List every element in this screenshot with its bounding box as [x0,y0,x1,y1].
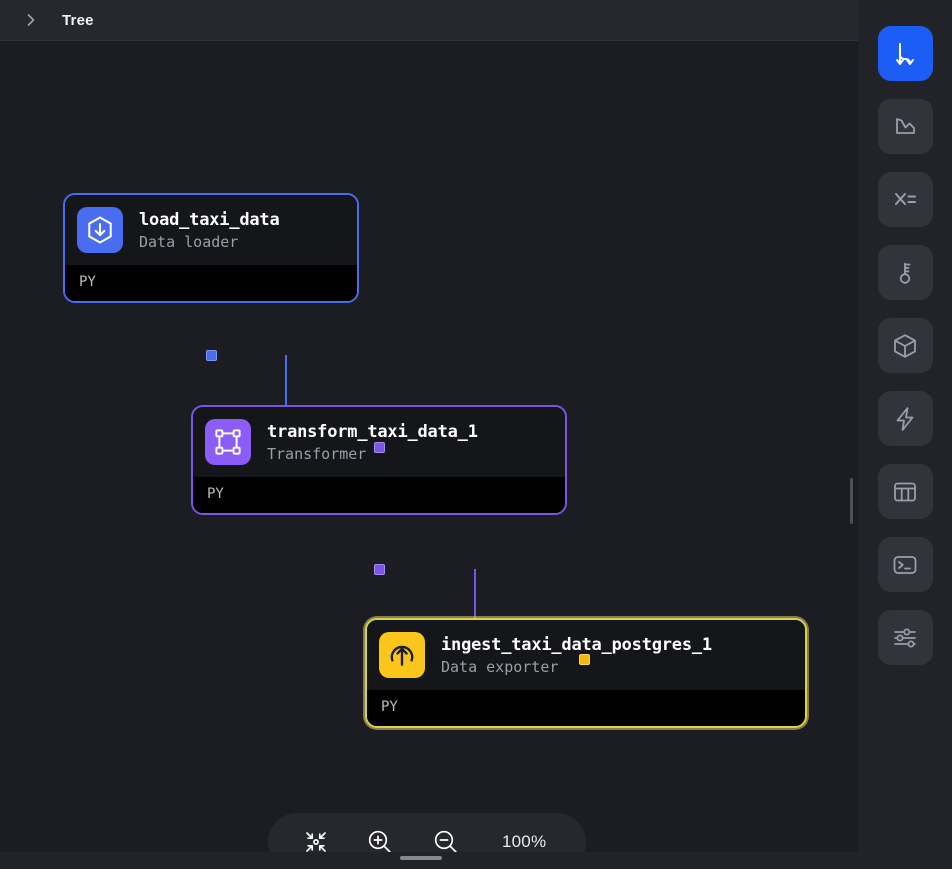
graph-node-ingest-taxi-data-postgres-1[interactable]: ingest_taxi_data_postgres_1 Data exporte… [365,618,807,728]
node-output-port-loader[interactable] [206,350,217,361]
cube-icon [891,332,919,360]
hexagon-download-icon [77,207,123,253]
sidebar-item-terminal[interactable] [877,537,933,592]
key-icon [891,259,919,287]
tree-branch-icon [891,40,919,68]
node-name: ingest_taxi_data_postgres_1 [441,634,712,655]
node-text: transform_taxi_data_1 Transformer [267,422,478,463]
fit-to-screen-icon[interactable] [294,820,338,864]
node-name: transform_taxi_data_1 [267,421,478,442]
node-type: Transformer [267,444,367,463]
graph-canvas[interactable]: load_taxi_data Data loader PY [0,41,858,869]
horizontal-scrollbar-thumb[interactable] [400,856,442,860]
node-text: ingest_taxi_data_postgres_1 Data exporte… [441,635,712,676]
transform-box-icon [205,419,251,465]
node-type: Data loader [139,232,239,251]
sidebar-item-variables[interactable] [877,172,933,227]
terminal-icon [891,551,919,579]
node-input-port-transformer[interactable] [374,442,385,453]
right-sidebar [858,0,952,869]
zoom-out-icon[interactable] [424,820,468,864]
circle-upload-icon [379,632,425,678]
panel-header: Tree [0,0,858,41]
node-output-port-transformer[interactable] [374,564,385,575]
node-type: Data exporter [441,657,559,676]
sidebar-item-settings[interactable] [877,610,933,665]
sidebar-item-data[interactable] [877,464,933,519]
zoom-in-icon[interactable] [358,820,402,864]
node-language-badge: PY [367,690,805,726]
sidebar-item-secrets[interactable] [877,245,933,300]
node-text: load_taxi_data Data loader [139,210,280,251]
zoom-level-label: 100% [502,832,547,851]
lightning-icon [891,405,919,433]
page-title: Tree [62,11,94,29]
node-language-badge: PY [65,265,357,301]
node-name: load_taxi_data [139,209,280,230]
graph-node-load-taxi-data[interactable]: load_taxi_data Data loader PY [63,193,359,303]
vertical-scrollbar[interactable] [850,478,853,524]
horizontal-scrollbar-track[interactable] [0,852,858,869]
sidebar-item-triggers[interactable] [877,391,933,446]
area-chart-icon [891,113,919,141]
node-language-badge: PY [193,477,565,513]
sidebar-item-charts[interactable] [877,99,933,154]
sliders-icon [891,624,919,652]
sidebar-item-blocks[interactable] [877,318,933,373]
node-header: transform_taxi_data_1 Transformer [193,407,565,477]
node-input-port-exporter[interactable] [579,654,590,665]
node-header: load_taxi_data Data loader [65,195,357,265]
sidebar-item-tree[interactable] [877,26,933,81]
variables-icon [891,186,919,214]
table-icon [891,478,919,506]
graph-node-transform-taxi-data-1[interactable]: transform_taxi_data_1 Transformer PY [191,405,567,515]
chevron-right-icon[interactable] [20,9,42,31]
